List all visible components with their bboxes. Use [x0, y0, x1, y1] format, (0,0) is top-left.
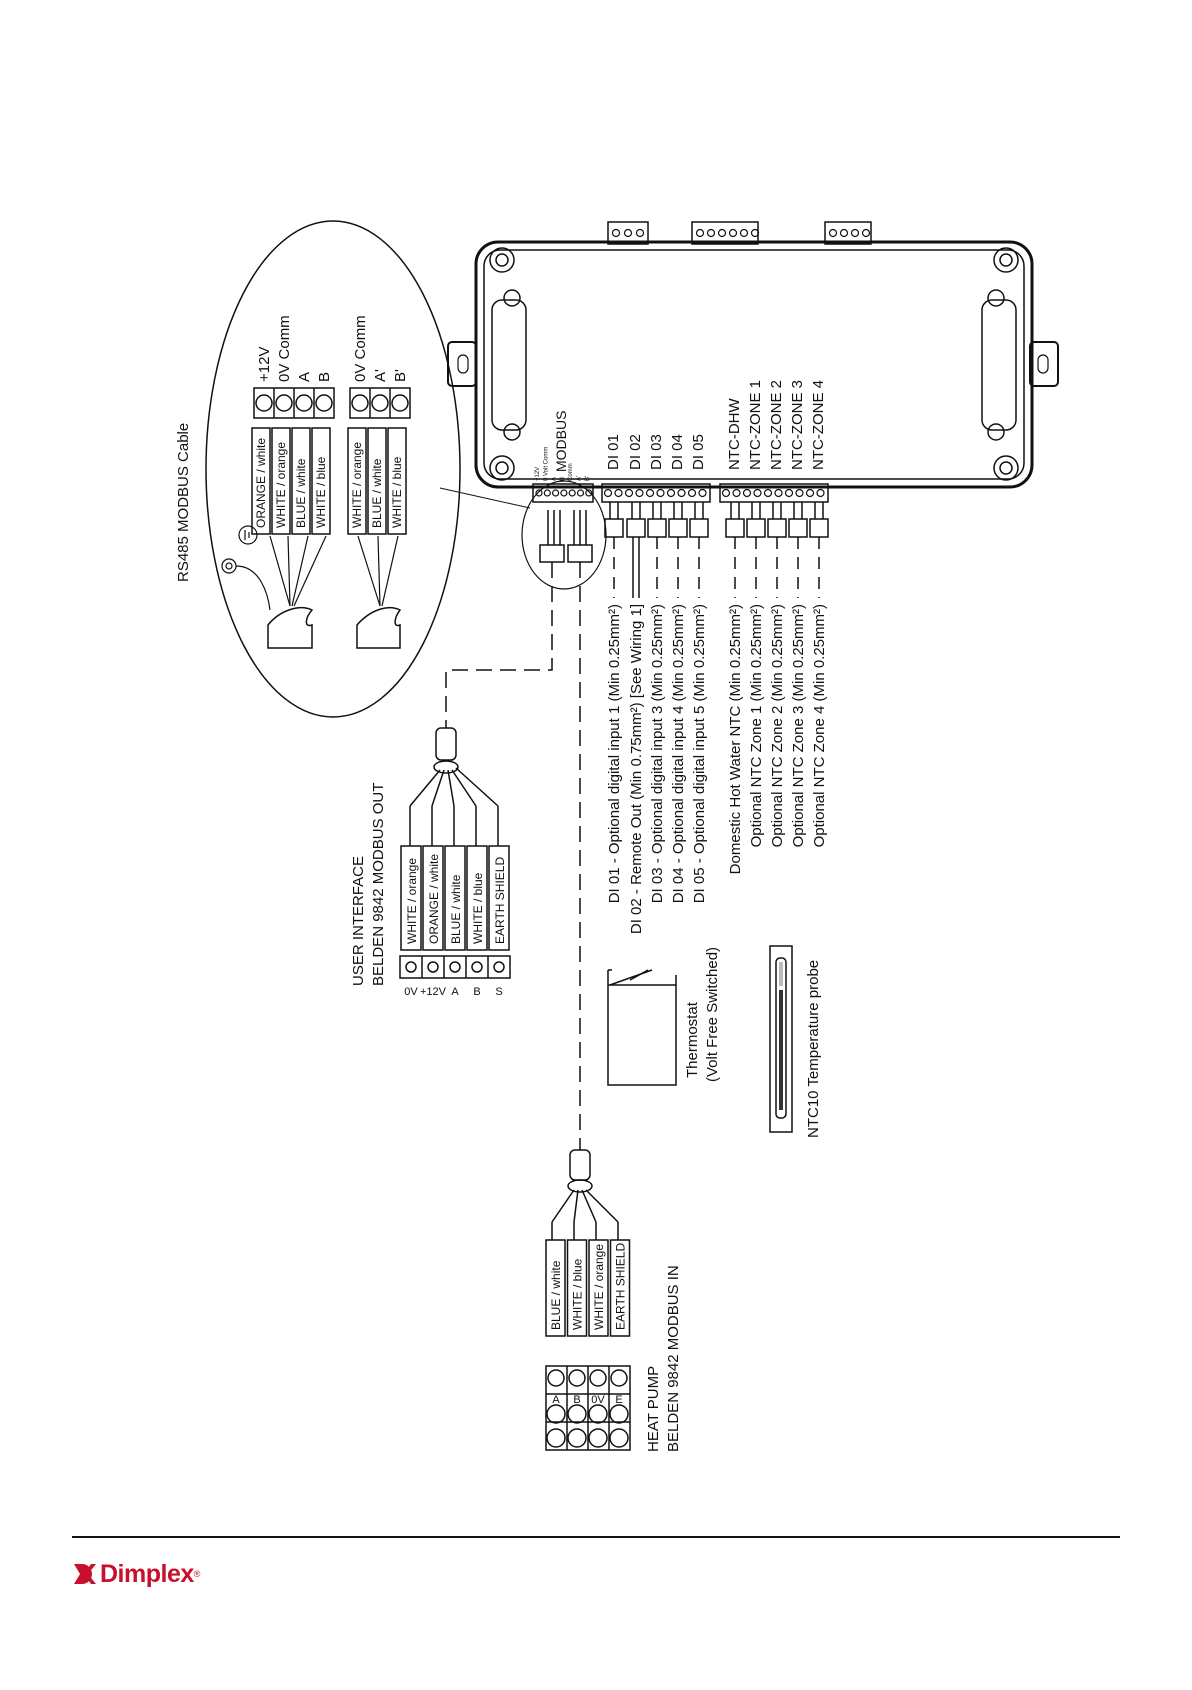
ntc-label: NTC-DHW	[726, 398, 743, 470]
io-description: DI 04 - Optional digital input 4 (Min 0.…	[670, 604, 687, 903]
hp-wire-label: EARTH SHIELD	[614, 1243, 628, 1330]
hp-wire-label: WHITE / blue	[571, 1258, 585, 1330]
rs485-detail: RS485 MODBUS Cable ORANGE / white WHITE /…	[175, 220, 607, 718]
modbus-pin-label: Comm	[568, 463, 574, 481]
ntc-label: NTC-ZONE 1	[747, 380, 764, 470]
ntc-label: NTC-ZONE 3	[789, 380, 806, 470]
hp-terminal-label: E	[615, 1394, 622, 1406]
io-description: DI 01 - Optional digital input 1 (Min 0.…	[606, 604, 623, 903]
io-description: Optional NTC Zone 4 (Min 0.25mm²)	[811, 604, 828, 847]
rs485-terminal-label: B	[316, 372, 333, 382]
controller-box	[447, 221, 1059, 503]
ui-terminal-label: +12V	[420, 986, 447, 998]
ui-title1: USER INTERFACE	[350, 856, 367, 986]
ui-wire-label: WHITE / blue	[471, 872, 485, 944]
io-description: DI 02 - Remote Out (Min 0.75mm²) [See Wi…	[628, 604, 645, 934]
modbus-pin-label: B'	[585, 476, 591, 481]
ntc-label: NTC-ZONE 2	[768, 380, 785, 470]
rs485-title: RS485 MODBUS Cable	[175, 423, 192, 582]
dimplex-logo: Dimplex®	[72, 1557, 200, 1591]
rs485-wire-label: ORANGE / white	[254, 438, 268, 528]
io-description: DI 03 - Optional digital input 3 (Min 0.…	[649, 604, 666, 903]
rs485-wire-label: BLUE / white	[294, 458, 308, 528]
modbus-pin-label: 0 Volt Comm	[543, 447, 549, 481]
rs485-terminal-label: +12V	[256, 347, 273, 382]
probe-label: NTC10 Temperature probe	[805, 960, 822, 1138]
hp-terminal-label: 0V	[591, 1394, 605, 1406]
rs485-wire-label: WHITE / orange	[350, 442, 364, 528]
rs485-wire-label: BLUE / white	[370, 458, 384, 528]
io-description: Domestic Hot Water NTC (Min 0.25mm²)	[727, 604, 744, 874]
hp-terminal-label: A	[552, 1394, 560, 1406]
di-label: DI 05	[690, 434, 707, 470]
rs485-wire-label: WHITE / blue	[314, 456, 328, 528]
footer-rule	[72, 1536, 1120, 1538]
ntc-probe: NTC10 Temperature probe	[769, 945, 822, 1138]
registered-mark: ®	[193, 1569, 201, 1579]
ui-wire-label: WHITE / orange	[405, 858, 419, 944]
rs485-terminal-label: 0V Comm	[276, 315, 293, 382]
ui-terminal-label: S	[495, 986, 502, 998]
ui-terminal-label: 0V	[404, 986, 418, 998]
hp-wire-label: WHITE / orange	[592, 1244, 606, 1330]
thermostat-line1: Thermostat	[684, 1001, 701, 1078]
modbus-pin-label: B	[560, 477, 566, 481]
di-label: DI 01	[605, 434, 622, 470]
heat-pump-block: HEAT PUMP BELDEN 9842 MODBUS IN BLUE / w…	[545, 1149, 682, 1452]
thermostat-line2: (Volt Free Switched)	[704, 947, 721, 1082]
hp-wire-label: BLUE / white	[549, 1260, 563, 1330]
hp-terminal-label: B	[573, 1394, 580, 1406]
di-label: DI 02	[627, 434, 644, 470]
dimplex-logo-mark-icon	[74, 1564, 96, 1584]
ui-wire-label: EARTH SHIELD	[493, 857, 507, 944]
rs485-wire-label: WHITE / orange	[274, 442, 288, 528]
di-label: DI 03	[648, 434, 665, 470]
modbus-pin-label: A	[552, 477, 558, 481]
ui-wire-label: BLUE / white	[449, 874, 463, 944]
rs485-terminal-label: A'	[372, 369, 389, 382]
rs485-terminal-label: B'	[392, 369, 409, 382]
hp-title1: HEAT PUMP	[645, 1366, 662, 1452]
io-description: Optional NTC Zone 3 (Min 0.25mm²)	[790, 604, 807, 847]
di-label: DI 04	[669, 434, 686, 470]
ntc-label: NTC-ZONE 4	[810, 380, 827, 470]
modbus-pin-label: +12V	[535, 467, 541, 481]
hp-title2: BELDEN 9842 MODBUS IN	[665, 1265, 682, 1452]
ui-terminal-label: B	[473, 986, 480, 998]
modbus-pin-label: A'	[577, 476, 583, 481]
ui-wire-label: ORANGE / white	[427, 854, 441, 944]
rs485-wire-label: WHITE / blue	[390, 456, 404, 528]
dimplex-logo-text: Dimplex	[100, 1559, 194, 1588]
thermostat: Thermostat (Volt Free Switched)	[607, 947, 721, 1086]
rs485-terminal-label: A	[296, 372, 313, 382]
modbus-label: MODBUS	[553, 411, 569, 472]
io-description: Optional NTC Zone 2 (Min 0.25mm²)	[769, 604, 786, 847]
rs485-terminal-label: 0V Comm	[352, 315, 369, 382]
ui-terminal-label: A	[451, 986, 459, 998]
io-description: Optional NTC Zone 1 (Min 0.25mm²)	[748, 604, 765, 847]
ui-title2: BELDEN 9842 MODBUS OUT	[370, 783, 387, 986]
user-interface-block: USER INTERFACE BELDEN 9842 MODBUS OUT WH…	[350, 727, 511, 998]
io-description: DI 05 - Optional digital input 5 (Min 0.…	[691, 604, 708, 903]
